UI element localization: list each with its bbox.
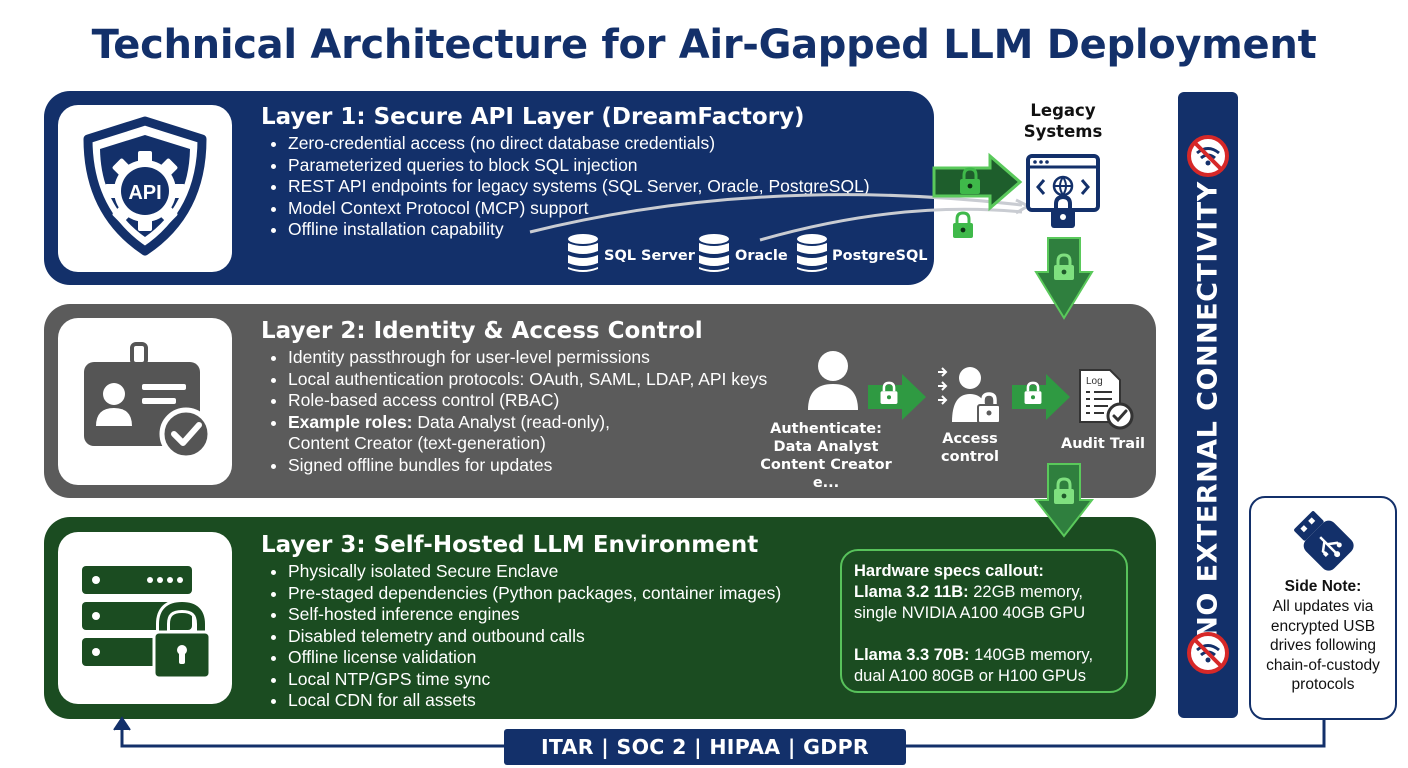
db-label-sqlserver: SQL Server [604,248,695,264]
no-wifi-icon [1187,135,1229,177]
auth-line2: Data Analyst [773,439,879,455]
layer2-bullet: Signed offline bundles for updates [288,455,767,477]
layer3-title: Layer 3: Self-Hosted LLM Environment [261,532,759,558]
layer1-bullet: Parameterized queries to block SQL injec… [288,155,870,177]
page-title: Technical Architecture for Air-Gapped LL… [91,22,1317,68]
audit-log-icon: Log [1079,369,1134,430]
audit-trail-label: Audit Trail [1060,436,1146,452]
layer3-bullet: Pre-staged dependencies (Python packages… [288,583,781,605]
user-icon [808,351,858,410]
db-label-oracle: Oracle [735,248,788,264]
layer2-title: Layer 2: Identity & Access Control [261,318,703,344]
side-note-body: All updates via encrypted USB drives fol… [1266,598,1380,693]
layer2-bullets: Identity passthrough for user-level perm… [262,347,767,476]
layer3-icon-card [58,532,232,704]
layer3-bullet: Offline license validation [288,647,781,669]
authenticate-label: Authenticate: Data Analyst Content Creat… [750,420,902,492]
callout-model2-text: 140GB memory, dual A100 80GB or H100 GPU… [854,646,1094,685]
callout-model2: Llama 3.3 70B: [854,646,970,664]
database-icon [699,234,729,272]
legacy-label-line2: Systems [1023,122,1103,141]
auth-line4: e... [812,475,840,491]
lock-icon [953,211,973,238]
side-note-title: Side Note: [1284,578,1362,595]
layer1-bullet: Offline installation capability [288,219,870,241]
database-icon [568,234,598,272]
layer3-bullet: Disabled telemetry and outbound calls [288,626,781,648]
side-note-box: Side Note: All updates via encrypted USB… [1249,496,1397,720]
callout-heading: Hardware specs callout: [854,562,1044,580]
server-lock-icon [82,566,212,680]
layer1-bullets: Zero-credential access (no direct databa… [262,133,870,241]
compliance-badge: ITAR | SOC 2 | HIPAA | GDPR [504,729,906,765]
layer2-bullet-example: Example roles: Data Analyst (read-only),… [288,412,767,455]
legacy-label-line1: Legacy [1030,101,1096,120]
callout-model1-text: 22GB memory, single NVIDIA A100 40GB GPU [854,583,1086,622]
access-control-user-lock-icon [938,367,1001,424]
api-shield-icon: API [83,116,207,256]
hardware-specs-callout: Hardware specs callout: Llama 3.2 11B: 2… [840,549,1128,693]
layer2-bullet: Role-based access control (RBAC) [288,390,767,412]
layer1-bullet: Zero-credential access (no direct databa… [288,133,870,155]
layer1-bullet: REST API endpoints for legacy systems (S… [288,176,870,198]
database-icon [797,234,827,272]
auth-line3: Content Creator [760,457,892,473]
layer3-bullet: Physically isolated Secure Enclave [288,561,781,583]
layer1-icon-card: API [58,105,232,272]
example-roles-line2: Content Creator (text-generation) [288,433,546,453]
layer2-bullet: Identity passthrough for user-level perm… [288,347,767,369]
lock-icon [880,381,898,404]
api-icon-text: API [128,182,161,204]
layer3-bullet: Self-hosted inference engines [288,604,781,626]
layer3-bullet: Local NTP/GPS time sync [288,669,781,691]
lock-icon [1054,477,1074,504]
lock-icon [1024,381,1042,404]
layer3-bullet: Local CDN for all assets [288,690,781,712]
example-roles-line1: Data Analyst (read-only), [412,411,610,432]
access-line1: Access [942,431,998,447]
access-control-label: Access control [925,430,1015,466]
layer1-bullet: Model Context Protocol (MCP) support [288,198,870,220]
layer2-icon-card [58,318,232,485]
layer2-bullet: Local authentication protocols: OAuth, S… [288,369,767,391]
lock-icon [1054,253,1074,280]
id-badge-check-icon [84,342,213,461]
legacy-browser-lock-icon [1026,154,1100,228]
layer3-bullets: Physically isolated Secure Enclave Pre-s… [262,561,781,712]
access-line2: control [941,449,999,465]
legacy-label: Legacy Systems [1013,100,1113,142]
no-wifi-icon [1187,632,1229,674]
db-label-postgresql: PostgreSQL [832,248,928,264]
no-external-connectivity-label: NO EXTERNAL CONNECTIVITY [1192,181,1224,639]
usb-drive-icon [1294,511,1354,571]
example-roles-label: Example roles: [288,411,413,432]
callout-model1: Llama 3.2 11B: [854,583,969,601]
layer1-title: Layer 1: Secure API Layer (DreamFactory) [261,104,805,130]
no-external-connectivity-bar [1178,92,1238,718]
log-label: Log [1086,376,1103,387]
auth-line1: Authenticate: [770,421,882,437]
lock-icon [960,167,980,194]
